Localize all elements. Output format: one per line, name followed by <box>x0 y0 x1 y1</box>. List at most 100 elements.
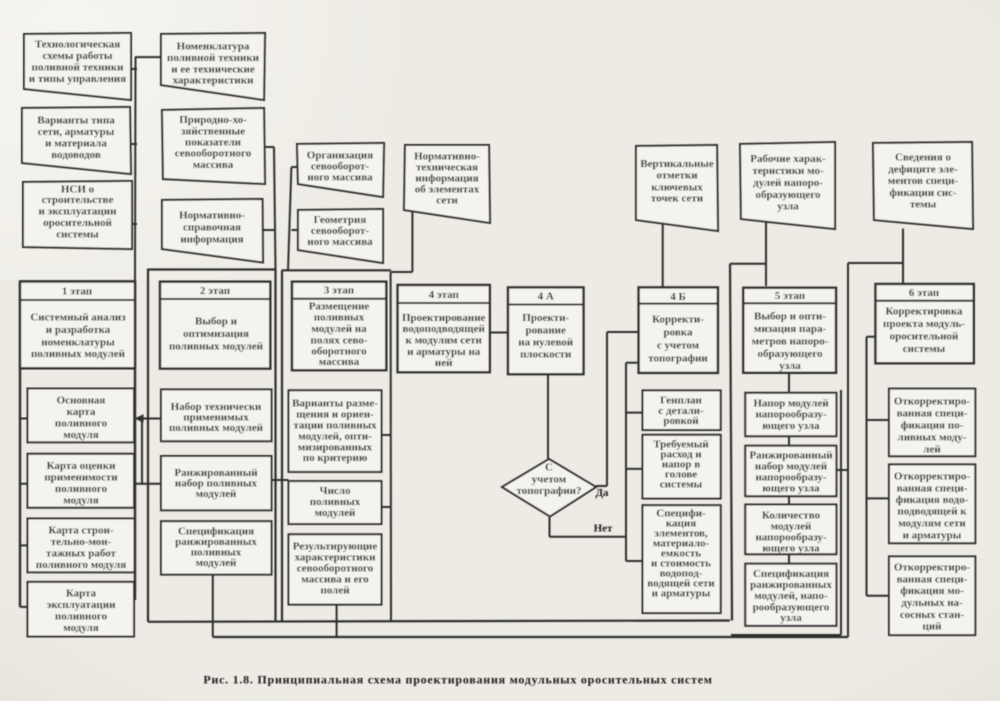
svg-text:напор в: напор в <box>662 459 700 471</box>
svg-text:Нормативно-: Нормативно- <box>179 210 245 222</box>
svg-text:емкость: емкость <box>661 548 701 560</box>
svg-text:ментов специ-: ментов специ- <box>888 175 959 187</box>
svg-text:напорообразу-: напорообразу- <box>755 472 826 484</box>
svg-text:тации поливных: тации поливных <box>293 420 377 432</box>
svg-text:фикации сис-: фикации сис- <box>889 187 956 199</box>
svg-text:сети, арматуры: сети, арматуры <box>38 126 115 138</box>
svg-text:набор модулей: набор модулей <box>755 461 828 473</box>
svg-text:5 этап: 5 этап <box>775 290 806 302</box>
svg-text:тажных работ: тажных работ <box>46 548 117 560</box>
svg-text:ного массива: ного массива <box>307 236 373 248</box>
svg-text:Спецификация: Спецификация <box>753 568 829 580</box>
svg-text:С: С <box>545 462 553 474</box>
svg-text:Требуемый: Требуемый <box>653 439 709 451</box>
svg-text:поливного: поливного <box>55 483 108 495</box>
svg-text:модуля: модуля <box>63 622 98 634</box>
svg-text:водопод-: водопод- <box>660 568 703 580</box>
svg-text:и стоимость: и стоимость <box>651 558 711 570</box>
svg-text:модулей: модулей <box>196 488 237 500</box>
svg-text:характеристики: характеристики <box>295 552 377 564</box>
svg-text:применимости: применимости <box>44 472 118 484</box>
svg-text:системы: системы <box>56 229 99 241</box>
svg-text:лей: лей <box>923 444 941 456</box>
svg-text:поливных модулей: поливных модулей <box>169 341 264 353</box>
svg-text:ванная специ-: ванная специ- <box>897 574 968 586</box>
svg-text:севооборот-: севооборот- <box>311 225 369 237</box>
svg-text:оросительной: оросительной <box>43 217 112 229</box>
svg-text:ций: ций <box>922 621 942 633</box>
svg-text:Карта: Карта <box>66 588 97 600</box>
svg-text:Нормативно-: Нормативно- <box>414 151 480 163</box>
svg-text:оросительной: оросительной <box>890 331 959 343</box>
svg-text:Карта оценки: Карта оценки <box>47 460 116 472</box>
svg-text:и материала: и материала <box>45 138 107 150</box>
svg-text:модулям сети: модулям сети <box>898 518 966 530</box>
svg-text:ного массива: ного массива <box>307 172 373 184</box>
svg-text:Выбор и: Выбор и <box>195 316 238 328</box>
svg-text:1 этап: 1 этап <box>62 286 93 298</box>
svg-text:оборотного: оборотного <box>311 346 367 358</box>
svg-text:и разработка: и разработка <box>46 324 111 336</box>
svg-text:Спецификация: Спецификация <box>178 526 254 538</box>
svg-text:Корректи-: Корректи- <box>652 314 704 326</box>
svg-text:водящей сети: водящей сети <box>647 578 715 590</box>
svg-text:Ранжированный: Ранжированный <box>749 450 833 462</box>
svg-text:полях сево-: полях сево- <box>311 335 368 347</box>
svg-text:массива: массива <box>319 356 360 368</box>
svg-text:Набор технически: Набор технически <box>171 401 262 413</box>
svg-text:системы: системы <box>903 343 946 355</box>
svg-text:тельно-мон-: тельно-мон- <box>51 536 112 548</box>
svg-text:дефиците эле-: дефиците эле- <box>888 164 958 176</box>
svg-text:строительстве: строительстве <box>42 194 114 206</box>
svg-text:4 Б: 4 Б <box>670 291 686 303</box>
svg-text:Системный анализ: Системный анализ <box>30 312 126 324</box>
svg-text:поливной техники: поливной техники <box>167 52 260 64</box>
svg-text:Напор модулей: Напор модулей <box>753 398 829 410</box>
svg-text:справочная: справочная <box>183 222 241 234</box>
svg-text:фикация мо-: фикация мо- <box>900 585 964 597</box>
svg-text:6 этап: 6 этап <box>909 287 940 299</box>
svg-text:к модулям сети: к модулям сети <box>405 335 482 347</box>
svg-text:расход и: расход и <box>660 449 702 461</box>
svg-text:Организация: Организация <box>307 150 373 162</box>
svg-text:поливного: поливного <box>55 418 108 430</box>
svg-text:топографии?: топографии? <box>517 485 582 497</box>
svg-text:схемы работы: схемы работы <box>43 50 113 62</box>
svg-text:напорообразу-: напорообразу- <box>755 409 826 421</box>
svg-text:фикация по-: фикация по- <box>901 420 964 432</box>
svg-text:модулей, напо-: модулей, напо- <box>754 590 828 602</box>
svg-text:Ранжированный: Ранжированный <box>174 467 258 479</box>
svg-text:Размещение: Размещение <box>309 301 370 313</box>
svg-text:Генплан: Генплан <box>660 395 702 407</box>
svg-text:эксплуатации: эксплуатации <box>47 599 116 611</box>
svg-text:Геометрия: Геометрия <box>314 214 367 226</box>
svg-text:2 этап: 2 этап <box>200 285 231 297</box>
svg-text:модулей: модулей <box>315 507 356 519</box>
svg-text:с учетом: с учетом <box>657 340 700 352</box>
svg-text:ющего узла: ющего узла <box>762 420 820 432</box>
svg-text:рообразующего: рообразующего <box>753 602 830 614</box>
svg-text:топографии: топографии <box>648 353 708 365</box>
svg-text:и арматуры: и арматуры <box>652 588 711 600</box>
svg-text:модулей: модулей <box>771 521 812 533</box>
svg-text:Сведения о: Сведения о <box>895 152 951 164</box>
svg-text:проекта модуль-: проекта модуль- <box>883 318 965 330</box>
svg-text:Специфи-: Специфи- <box>656 508 706 520</box>
svg-text:мизированных: мизированных <box>298 442 373 454</box>
svg-text:мизация пара-: мизация пара- <box>754 323 827 335</box>
svg-text:Результирующие: Результирующие <box>293 541 378 553</box>
svg-text:голове: голове <box>665 469 697 481</box>
svg-text:Проектирование: Проектирование <box>402 312 486 324</box>
svg-text:ванная специ-: ванная специ- <box>897 483 968 495</box>
svg-text:ливных моду-: ливных моду- <box>898 432 967 444</box>
svg-text:модуля: модуля <box>63 495 98 507</box>
svg-text:применимых: применимых <box>183 412 249 424</box>
svg-text:номенклатуры: номенклатуры <box>41 337 115 349</box>
svg-text:Основная: Основная <box>57 395 106 407</box>
svg-text:и эксплуатации: и эксплуатации <box>39 206 118 218</box>
svg-text:водоподводящей: водоподводящей <box>403 323 486 335</box>
svg-text:ранжированных: ранжированных <box>175 536 257 548</box>
svg-text:ключевых: ключевых <box>651 182 703 194</box>
svg-text:узла: узла <box>779 360 801 372</box>
svg-text:с детали-: с детали- <box>658 405 704 417</box>
